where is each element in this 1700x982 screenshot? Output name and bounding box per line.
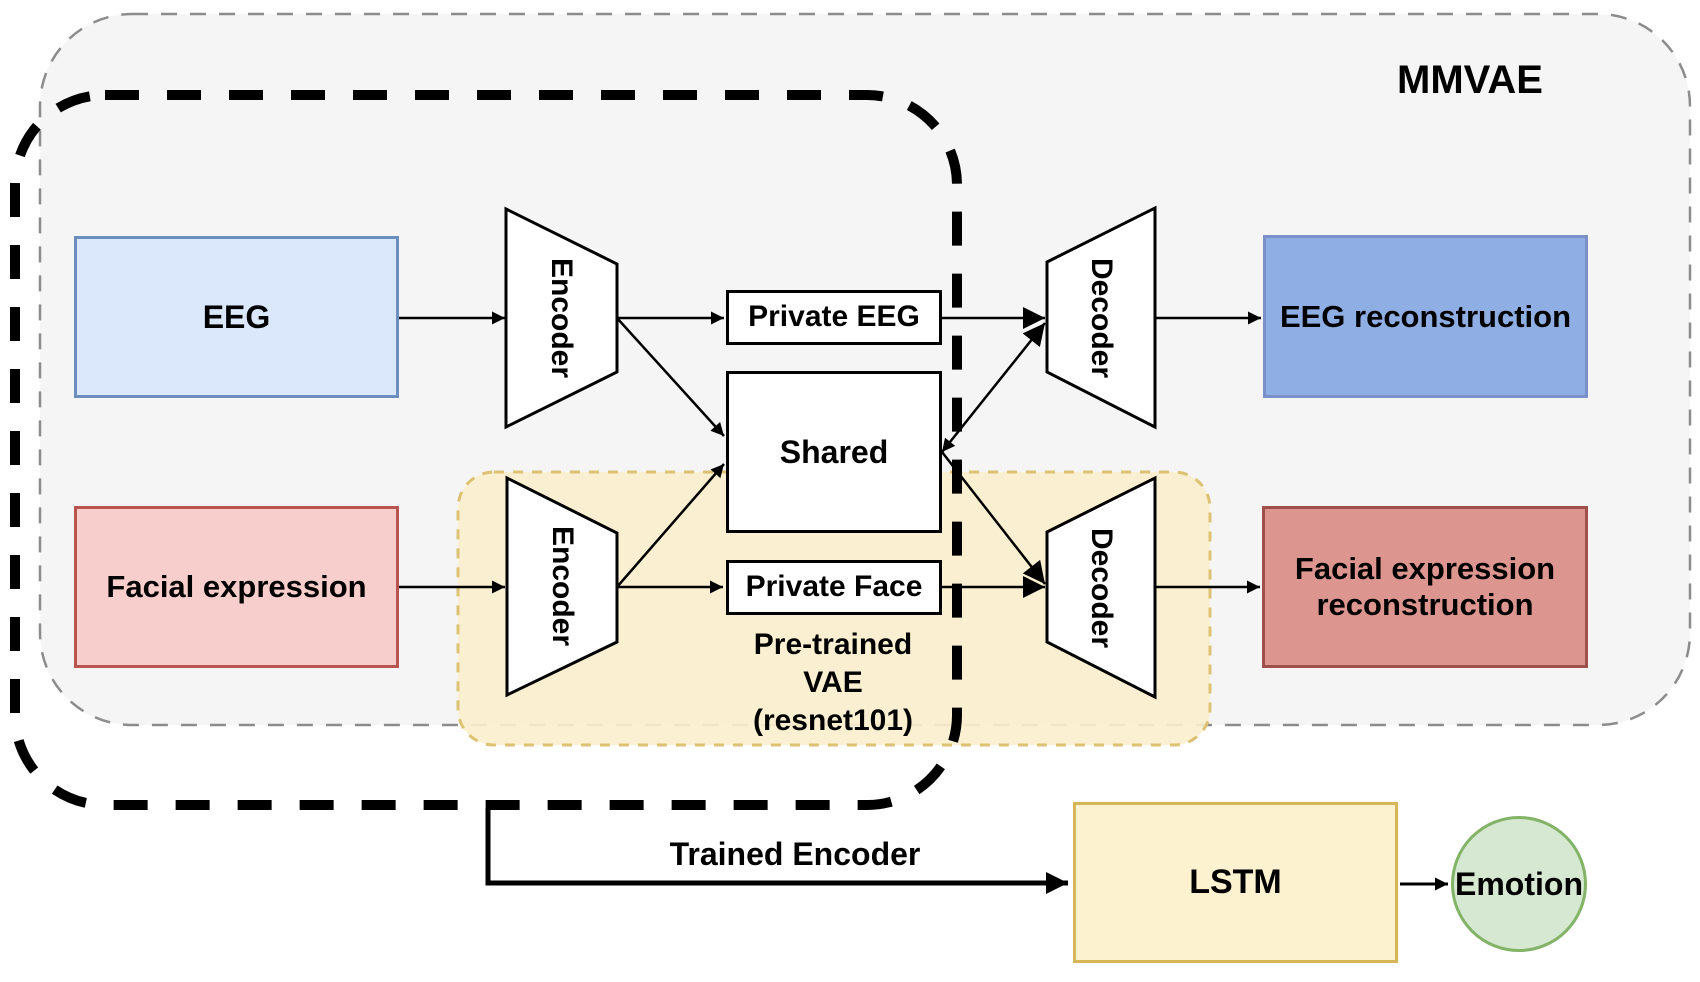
lstm-node: LSTM <box>1073 802 1398 963</box>
eeg-reconstruction-label: EEG reconstruction <box>1279 298 1572 334</box>
emotion-output-node: Emotion <box>1451 816 1587 952</box>
shared-latent-node: Shared <box>726 371 942 533</box>
emotion-output-label: Emotion <box>1455 865 1583 902</box>
private-eeg-node: Private EEG <box>726 290 942 345</box>
decoder-top-trapezoid <box>1045 205 1157 430</box>
decoder-top-label: Decoder <box>1085 257 1118 379</box>
encoder-bottom-label: Encoder <box>546 525 579 647</box>
training-scope-dashed-box <box>10 90 962 810</box>
facial-reconstruction-node: Facial expression reconstruction <box>1262 506 1588 668</box>
private-face-label: Private Face <box>745 570 923 604</box>
pretrained-vae-caption-line2: VAE <box>803 666 863 699</box>
lstm-label: LSTM <box>1189 862 1282 901</box>
arrow-trained-encoder-to-lstm <box>485 808 1068 894</box>
decoder-bottom-trapezoid <box>1045 475 1157 700</box>
eeg-input-node: EEG <box>74 236 399 398</box>
facial-reconstruction-label-line2: reconstruction <box>1316 587 1534 622</box>
private-face-node: Private Face <box>726 560 942 615</box>
private-eeg-label: Private EEG <box>748 300 920 334</box>
decoder-bottom-label: Decoder <box>1085 527 1118 649</box>
eeg-input-label: EEG <box>202 298 271 335</box>
arrow-encoder-top-to-shared <box>616 317 725 437</box>
pretrained-vae-caption-line1: Pre-trained <box>753 628 913 661</box>
eeg-reconstruction-node: EEG reconstruction <box>1263 235 1588 398</box>
encoder-top-label: Encoder <box>545 257 578 379</box>
pretrained-vae-caption: Pre-trained VAE (resnet101) <box>713 626 953 740</box>
encoder-bottom-trapezoid <box>505 475 619 698</box>
trained-encoder-edge-label: Trained Encoder <box>669 836 921 872</box>
shared-latent-label: Shared <box>779 433 889 470</box>
facial-expression-input-label: Facial expression <box>106 569 367 605</box>
facial-reconstruction-label-line1: Facial expression <box>1294 551 1556 587</box>
facial-expression-input-node: Facial expression <box>74 506 399 668</box>
arrow-encoder-bottom-to-shared <box>616 463 725 588</box>
encoder-top-trapezoid <box>504 206 619 430</box>
pretrained-vae-caption-line3: (resnet101) <box>752 704 914 737</box>
mmvae-title: MMVAE <box>1397 58 1543 102</box>
